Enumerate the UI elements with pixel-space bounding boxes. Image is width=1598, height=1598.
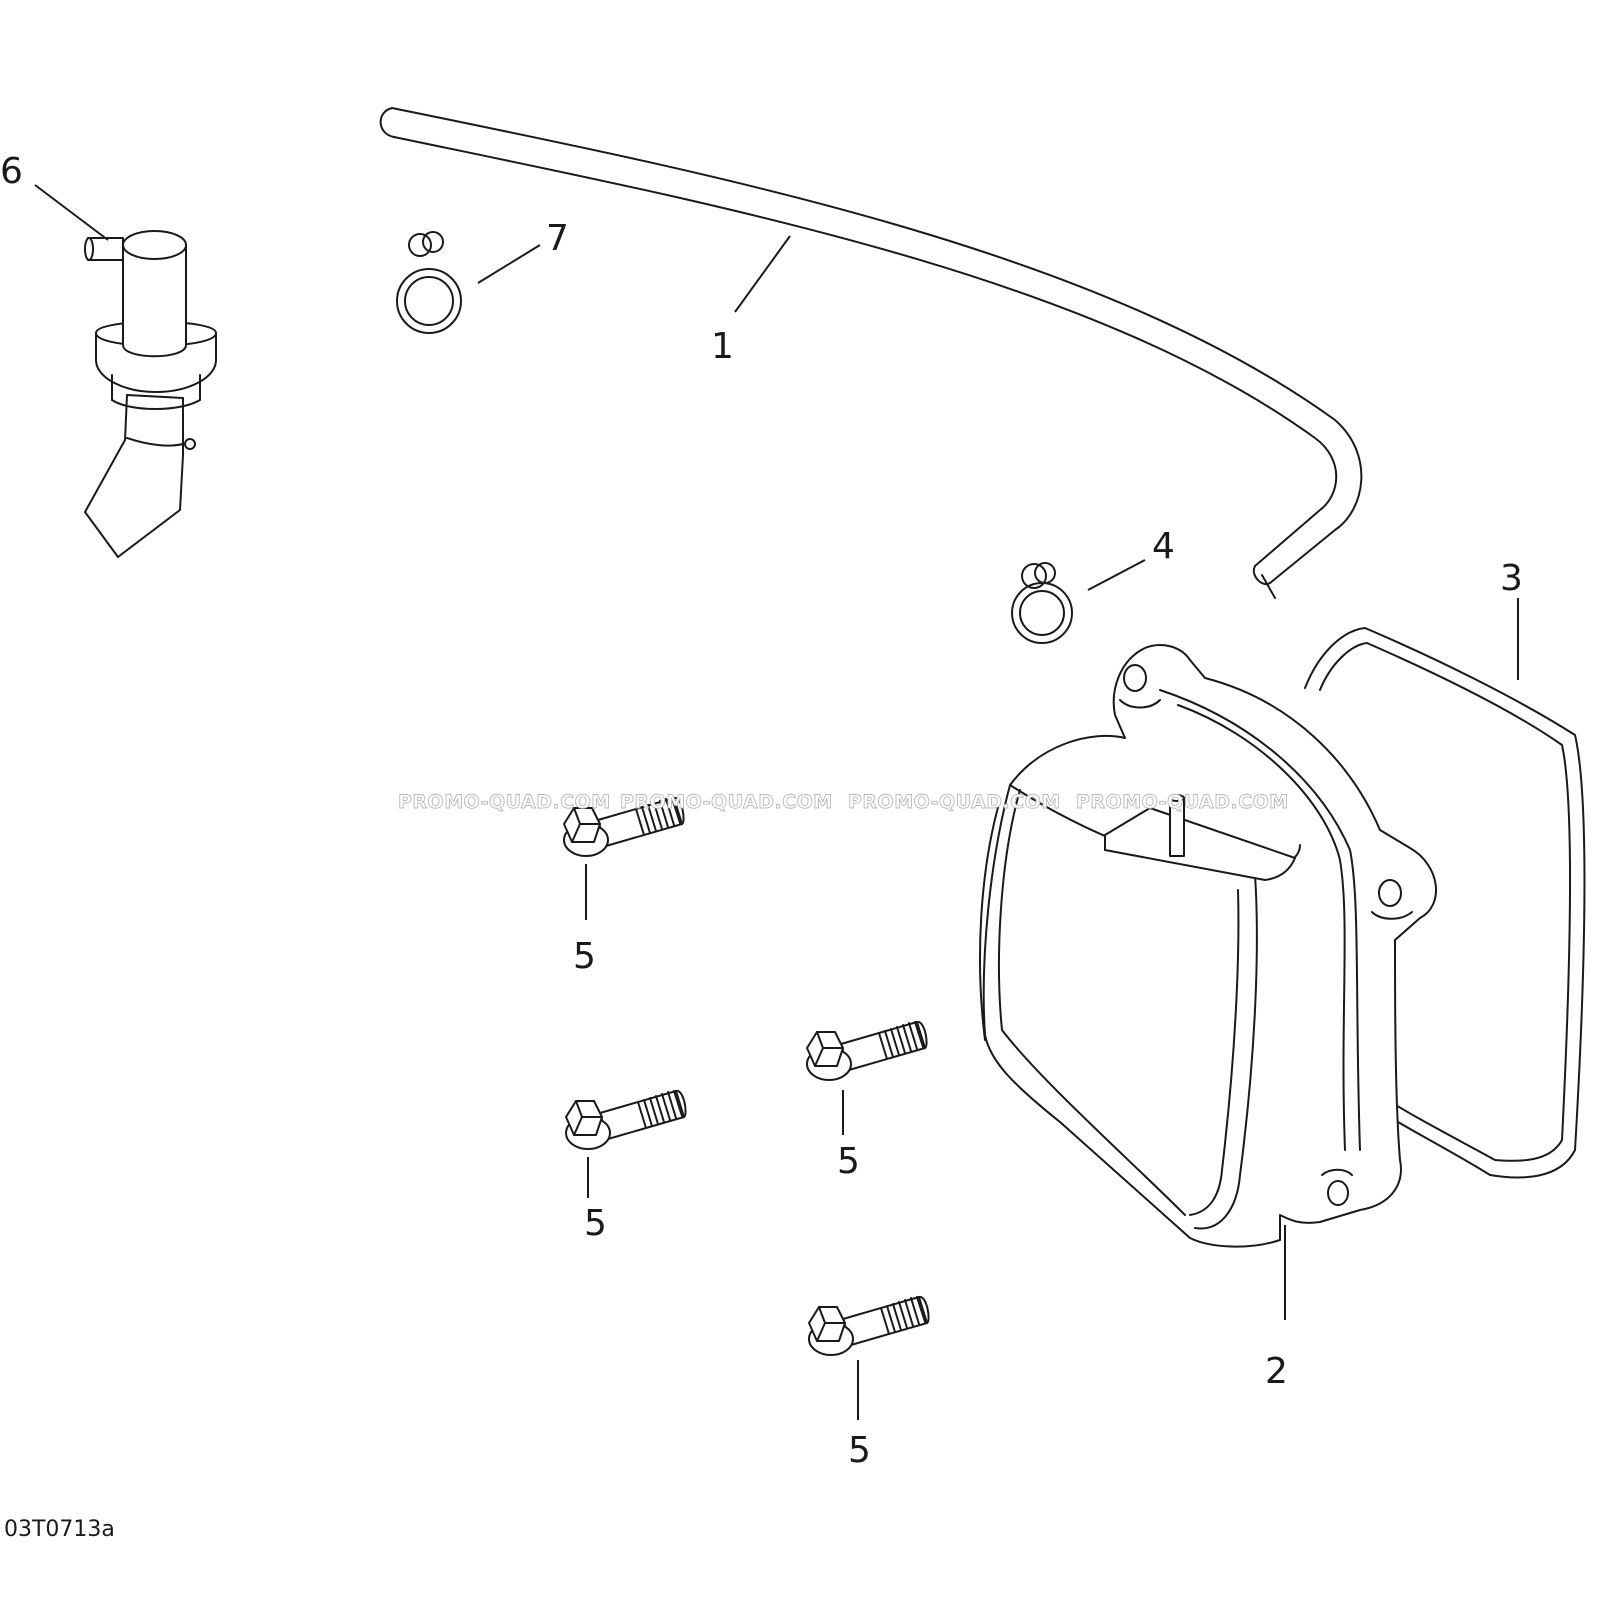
callout-5b: 5 xyxy=(584,1203,607,1244)
gasket-part xyxy=(1304,627,1586,1179)
callout-5a: 5 xyxy=(573,936,596,977)
watermark-row: PROMO-QUAD.COM PROMO-QUAD.COM PROMO-QUAD… xyxy=(398,791,1289,814)
clamp-small-part xyxy=(1011,562,1073,644)
watermark-1: PROMO-QUAD.COM xyxy=(398,791,611,813)
breather-hose-part xyxy=(379,107,1363,599)
watermark-3: PROMO-QUAD.COM xyxy=(848,791,1061,813)
callout-1: 1 xyxy=(711,326,734,367)
breather-valve-part xyxy=(84,230,217,558)
callout-6: 6 xyxy=(0,151,23,192)
watermark-2: PROMO-QUAD.COM xyxy=(620,791,833,813)
leader-lines xyxy=(34,184,1519,1420)
figure-code: 03T0713a xyxy=(4,1517,115,1542)
watermark-4: PROMO-QUAD.COM xyxy=(1076,791,1289,813)
valve-cover-part xyxy=(979,644,1437,1248)
callout-5c: 5 xyxy=(837,1141,860,1182)
callout-2: 2 xyxy=(1265,1351,1288,1392)
clamp-top-part xyxy=(396,231,462,334)
screw-part-3 xyxy=(806,1020,928,1081)
callout-4: 4 xyxy=(1152,526,1175,567)
callout-7: 7 xyxy=(546,218,569,259)
screw-part-4 xyxy=(808,1295,930,1356)
screw-part-2 xyxy=(565,1089,687,1150)
callout-3: 3 xyxy=(1500,558,1523,599)
callout-5d: 5 xyxy=(848,1430,871,1471)
